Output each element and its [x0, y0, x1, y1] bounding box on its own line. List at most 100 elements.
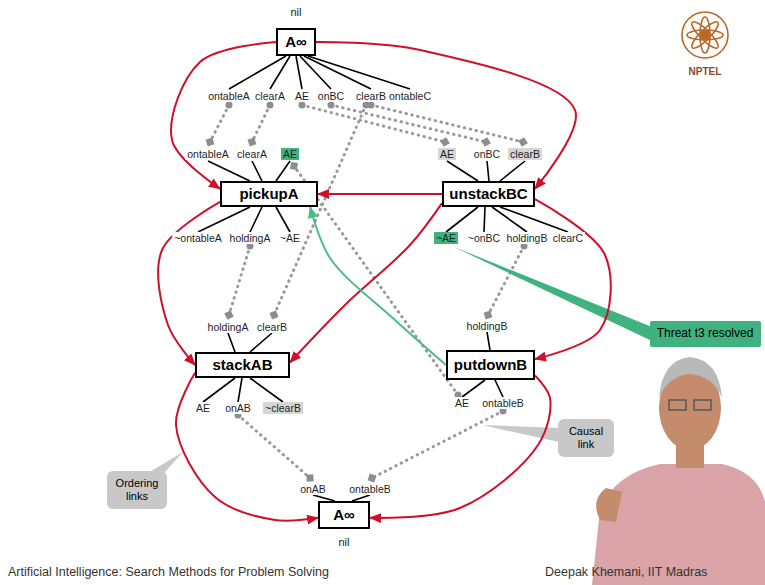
spoke [487, 332, 490, 350]
causal-link [302, 105, 445, 142]
spoke [276, 207, 290, 232]
spoke [296, 56, 302, 89]
ordering-link [316, 42, 576, 189]
nptel-logo [682, 12, 728, 58]
action-box: unstackBC [442, 181, 535, 207]
condition-label: holdingB [505, 232, 550, 244]
condition-label: AE [293, 90, 311, 102]
logo-petal [689, 19, 722, 52]
spoke [484, 207, 485, 232]
spoke [250, 378, 283, 402]
condition-label: onBC [472, 148, 502, 160]
ordering-link [158, 202, 220, 365]
presenter-glasses [694, 400, 711, 410]
action-box: stackAB [195, 352, 290, 378]
spoke [250, 207, 262, 232]
spoke [462, 380, 485, 397]
condition-label: ontableC [387, 90, 433, 102]
threat-resolution-link [310, 207, 446, 365]
presenter-hand [596, 488, 622, 522]
spoke [487, 161, 489, 181]
presenter-figure [592, 357, 765, 585]
ordering-link [290, 203, 442, 362]
node-text: unstackBC [449, 185, 527, 202]
condition-label: AE [281, 148, 299, 160]
node-text: stackAB [212, 356, 272, 373]
spoke [495, 380, 503, 397]
condition-label: AE [453, 397, 471, 409]
ordering-link [535, 199, 611, 359]
node-text: pickupA [239, 185, 298, 202]
footer-text: Deepak Khemani, IIT Madras [543, 566, 709, 578]
spoke [250, 333, 272, 352]
condition-label: ontableB [480, 397, 525, 409]
spoke [276, 161, 290, 181]
spoke [500, 207, 568, 232]
spoke [228, 333, 235, 352]
condition-label: AE [194, 402, 212, 414]
node-text: putdownB [454, 356, 527, 373]
spoke [500, 161, 525, 181]
causal-link [252, 105, 270, 142]
callout-box: Threat t3 resolved [650, 321, 761, 347]
callout-box: Causal link [558, 419, 614, 457]
condition-label: onBC [316, 90, 346, 102]
node-text: A∞ [333, 506, 355, 523]
spoke [208, 161, 250, 181]
spoke [446, 207, 478, 232]
spoke [252, 161, 262, 181]
ordering-link [370, 376, 551, 518]
condition-label: ontableA [206, 90, 251, 102]
condition-label: clearB [508, 148, 542, 160]
ordering-link [176, 373, 318, 521]
condition-label: ~AE [434, 232, 458, 244]
logo-petal [700, 17, 710, 53]
condition-label: ~clearB [263, 402, 303, 414]
logo-core [701, 31, 709, 39]
action-box: putdownB [446, 350, 535, 380]
condition-label: clearB [354, 90, 388, 102]
causal-link [229, 246, 250, 315]
causal-link [210, 105, 229, 142]
condition-label: holdingA [228, 232, 273, 244]
condition-label: clearA [235, 148, 269, 160]
spoke [203, 378, 235, 402]
causal-link [372, 411, 503, 478]
presenter-hair [659, 357, 722, 398]
spoke [308, 56, 410, 89]
causal-links [210, 105, 524, 478]
condition-label: holdingB [465, 320, 510, 332]
callout-box: Ordering links [107, 471, 167, 509]
spoke [447, 161, 478, 181]
spoke [238, 378, 242, 402]
condition-label: clearB [255, 321, 289, 333]
condition-label: onAB [298, 483, 328, 495]
ordering-link [318, 193, 442, 195]
spoke [270, 56, 290, 89]
node-text: Causal link [562, 425, 610, 450]
ordering-link [171, 42, 276, 189]
node-text: Threat t3 resolved [657, 327, 754, 341]
callout-pointer [482, 425, 559, 442]
nil-label: nil [336, 536, 351, 548]
causal-link [238, 415, 310, 478]
callout-pointer [148, 452, 183, 473]
logo-ring [682, 12, 728, 58]
logo-text: NPTEL [687, 66, 724, 78]
dummy-action-box: A∞ [276, 28, 316, 56]
causal-link [371, 105, 523, 142]
condition-label: ontableB [347, 483, 392, 495]
dummy-action-box: A∞ [318, 501, 370, 529]
condition-label: ~ontableA [172, 232, 224, 244]
causal-link [294, 166, 458, 395]
condition-spokes [198, 56, 568, 501]
condition-label: ~onBC [466, 232, 502, 244]
condition-label: ontableA [185, 148, 230, 160]
spoke [229, 56, 286, 89]
causal-link [331, 105, 486, 142]
condition-label: onAB [223, 402, 253, 414]
node-text: A∞ [285, 33, 307, 50]
footer-text: Artificial Intelligence: Search Methods … [6, 566, 331, 578]
callout-pointer [454, 247, 652, 341]
